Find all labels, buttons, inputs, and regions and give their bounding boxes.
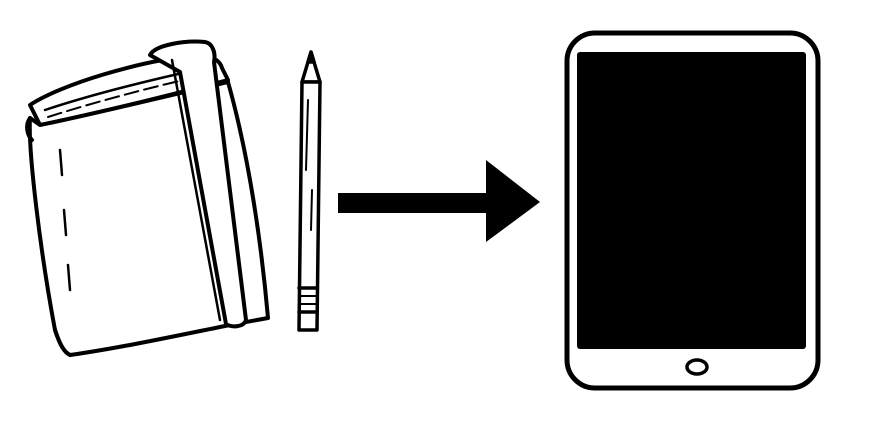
tablet-icon (564, 30, 821, 391)
pencil-icon (297, 50, 322, 332)
notebook-icon (25, 39, 270, 357)
arrow-right-icon (338, 160, 540, 242)
home-button-icon (685, 358, 709, 376)
tablet-screen (577, 52, 806, 349)
